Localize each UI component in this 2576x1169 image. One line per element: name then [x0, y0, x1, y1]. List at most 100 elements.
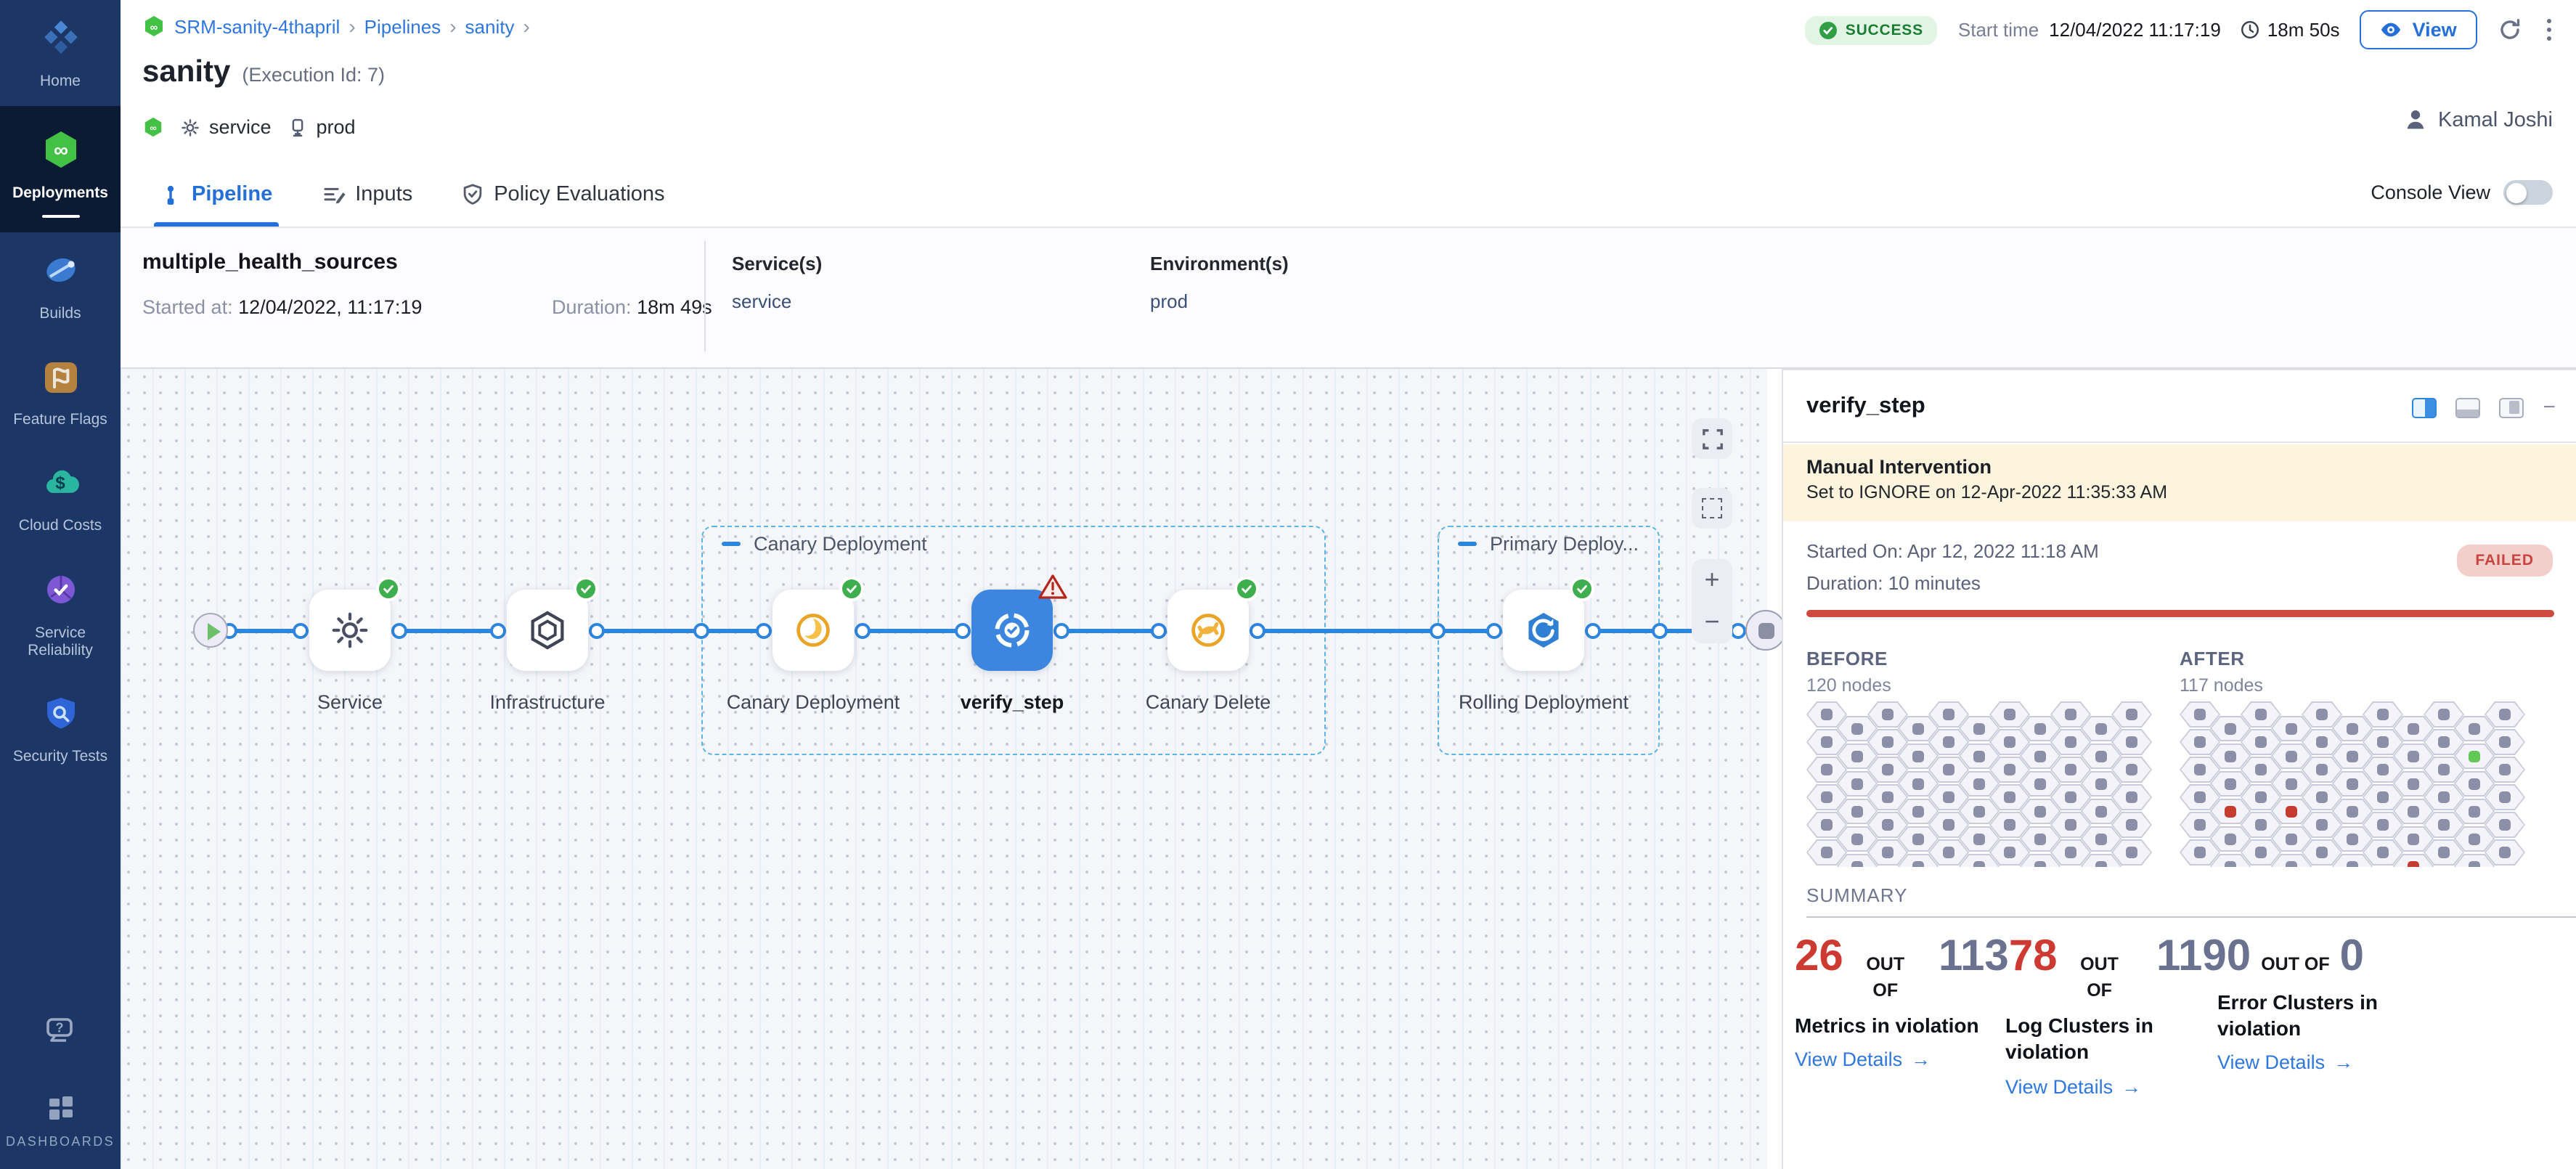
environment-value[interactable]: prod: [1150, 290, 1189, 312]
fit-to-screen-button[interactable]: [1692, 418, 1732, 459]
layout-split-bottom-button[interactable]: [2455, 397, 2481, 418]
breadcrumb-project[interactable]: SRM-sanity-4thapril: [174, 15, 341, 37]
environments-label: Environment(s): [1150, 253, 1289, 274]
tab-inputs[interactable]: Inputs: [322, 163, 412, 227]
before-label: BEFORE: [1806, 648, 1888, 669]
sidebar-item-home[interactable]: Home: [0, 0, 121, 106]
out-of-label: OUT OF: [2261, 954, 2330, 974]
warning-triangle-icon: [1038, 574, 1067, 607]
after-count: 117 nodes: [2180, 675, 2263, 696]
run-duration: Duration: 18m 49s: [552, 296, 712, 318]
after-node-grid[interactable]: [2180, 701, 2540, 867]
before-node-grid[interactable]: [1806, 701, 2167, 867]
hex-node: [1959, 853, 2000, 867]
environment-tag-label: prod: [316, 116, 356, 138]
sidebar-item-builds[interactable]: Builds: [0, 233, 121, 339]
user-name: Kamal Joshi: [2438, 108, 2553, 131]
step-details-panel: verify_step − Manual Intervention Set to…: [1782, 369, 2576, 1169]
tab-pipeline[interactable]: Pipeline: [154, 163, 278, 227]
hex-node: [2332, 853, 2373, 867]
manual-intervention-banner: Manual Intervention Set to IGNORE on 12-…: [1783, 444, 2576, 521]
sidebar-item-dashboards[interactable]: DASHBOARDS: [0, 1076, 121, 1169]
node-label[interactable]: Infrastructure: [489, 691, 606, 713]
execution-status-cluster: SUCCESS Start time 12/04/2022 11:17:19 1…: [1804, 10, 2556, 49]
node-infrastructure[interactable]: [507, 590, 588, 671]
stage-group-canary-label[interactable]: Canary Deployment: [722, 533, 927, 555]
refresh-button[interactable]: [2498, 17, 2522, 42]
breadcrumb-pipelines[interactable]: Pipelines: [364, 15, 441, 37]
connector-port: [693, 623, 709, 639]
connector: [1061, 628, 1159, 632]
view-details-link[interactable]: View Details →: [2005, 1075, 2142, 1098]
stage-group-primary-label[interactable]: Primary Deploy...: [1458, 533, 1639, 555]
collapse-dash-icon[interactable]: [1458, 542, 1477, 546]
node-label[interactable]: Canary Deployment: [726, 691, 900, 713]
tab-policy-evaluations[interactable]: Policy Evaluations: [462, 163, 665, 227]
hex-node: [2210, 853, 2251, 867]
feature-flags-icon: [38, 355, 82, 404]
zoom-out-button[interactable]: −: [1704, 607, 1720, 636]
service-value[interactable]: service: [732, 290, 792, 312]
panel-layout-controls: −: [2412, 396, 2556, 418]
out-of-label: OUT OF: [1866, 954, 1905, 1001]
dashboards-icon: [43, 1091, 78, 1128]
svg-text:∞: ∞: [150, 123, 156, 134]
sidebar-item-security-tests[interactable]: Security Tests: [0, 676, 121, 782]
layout-floating-button[interactable]: [2499, 397, 2524, 418]
node-label[interactable]: verify_step: [960, 691, 1064, 713]
sidebar-item-cloud-costs[interactable]: $ Cloud Costs: [0, 446, 121, 552]
panel-minimize-button[interactable]: −: [2543, 395, 2556, 420]
help-chat-button[interactable]: ?: [0, 993, 121, 1076]
connector-port: [490, 623, 506, 639]
node-verify-step[interactable]: [971, 590, 1053, 671]
more-options-button[interactable]: [2543, 15, 2556, 45]
clock-icon: [2241, 21, 2259, 38]
node-canary-deployment[interactable]: [773, 590, 854, 671]
divider: [704, 241, 706, 351]
pipeline-canvas[interactable]: Canary Deployment Primary Deploy...: [121, 369, 1786, 1169]
view-details-link[interactable]: View Details →: [2217, 1051, 2354, 1073]
stage-group-canary[interactable]: [701, 526, 1326, 755]
sidebar-item-feature-flags[interactable]: Feature Flags: [0, 339, 121, 445]
sidebar-item-deployments[interactable]: ∞ Deployments: [0, 106, 121, 233]
console-view-label: Console View: [2371, 182, 2490, 203]
verify-icon: [995, 613, 1030, 648]
zoom-in-button[interactable]: +: [1704, 565, 1720, 594]
breadcrumb-pipeline[interactable]: sanity: [465, 15, 515, 37]
chevron-right-icon: ›: [349, 15, 356, 38]
node-rolling-deployment[interactable]: [1503, 590, 1584, 671]
layout-split-right-button[interactable]: [2412, 397, 2437, 418]
view-button[interactable]: View: [2360, 10, 2477, 49]
hex-node: [2081, 853, 2121, 867]
chevron-right-icon: ›: [449, 15, 457, 38]
run-info-bar: multiple_health_sources Started at: 12/0…: [121, 228, 2576, 369]
node-service[interactable]: [309, 590, 391, 671]
collapse-dash-icon[interactable]: [722, 542, 741, 546]
view-details-link[interactable]: View Details →: [1795, 1048, 1931, 1071]
node-label[interactable]: Service: [317, 691, 383, 713]
user-chip[interactable]: Kamal Joshi: [2403, 107, 2553, 132]
marquee-select-button[interactable]: [1692, 488, 1732, 529]
before-count: 120 nodes: [1806, 675, 1891, 696]
sidebar-item-service-reliability[interactable]: Service Reliability: [0, 552, 121, 677]
stage-group-primary[interactable]: [1438, 526, 1660, 755]
environment-tag[interactable]: prod: [288, 116, 356, 138]
svg-text:∞: ∞: [53, 139, 68, 161]
step-duration: Duration: 10 minutes: [1806, 572, 1981, 594]
node-label[interactable]: Canary Delete: [1145, 691, 1271, 713]
console-view-toggle[interactable]: [2503, 180, 2553, 205]
gear-icon: [332, 612, 368, 648]
chevron-right-icon: ›: [523, 15, 530, 38]
security-tests-icon: [38, 692, 82, 741]
violation-count: 26: [1795, 932, 1843, 980]
service-tag[interactable]: service: [180, 116, 272, 138]
node-canary-delete[interactable]: [1167, 590, 1249, 671]
user-avatar-icon: [2407, 110, 2424, 129]
node-label[interactable]: Rolling Deployment: [1458, 691, 1629, 713]
summary-card-metrics: 26 OUT OF Metrics in violation View Deta…: [1795, 934, 1979, 1071]
summary-label: SUMMARY: [1806, 884, 1908, 906]
expand-icon: [1702, 428, 1722, 449]
active-underline: [41, 215, 79, 219]
inputs-tab-icon: [323, 187, 345, 204]
